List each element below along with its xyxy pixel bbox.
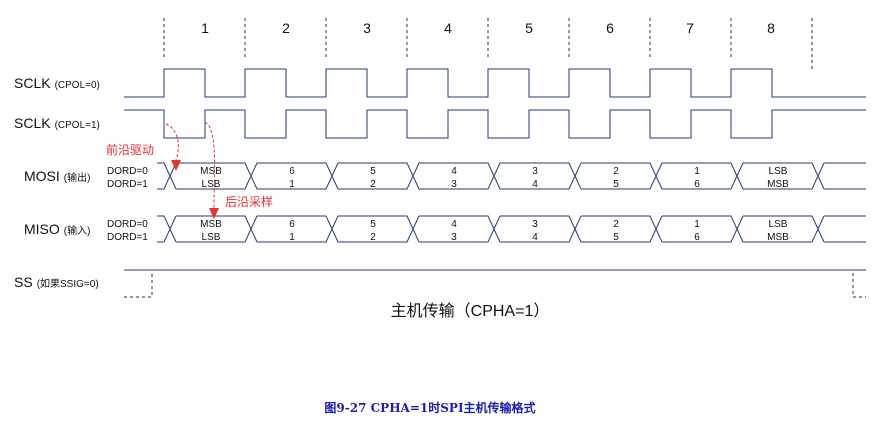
- data-cell: 4: [451, 166, 457, 177]
- data-cell: MSB: [767, 179, 789, 190]
- signal-name: MISO: [24, 221, 60, 237]
- trailing-edge-label: 后沿采样: [225, 194, 273, 209]
- signal-name: SCLK: [14, 75, 51, 91]
- data-cell: 2: [370, 179, 376, 190]
- data-cell: 3: [532, 219, 538, 230]
- edge-annotations: 前沿驱动 后沿采样: [106, 121, 273, 219]
- data-cell: LSB: [202, 179, 221, 190]
- data-cell: 5: [613, 232, 619, 243]
- data-cell: 1: [289, 232, 295, 243]
- data-cell: 2: [613, 219, 619, 230]
- data-cell: 3: [532, 166, 538, 177]
- clock-number: 1: [201, 20, 209, 36]
- clock-numbers: 1 2 3 4 5 6 7 8: [201, 20, 775, 36]
- data-cell: MSB: [200, 166, 222, 177]
- leading-edge-arrow: [165, 123, 179, 161]
- ss-active-low-marks: [124, 273, 866, 298]
- mosi-dord0-label: DORD=0: [107, 166, 148, 177]
- data-cell: LSB: [202, 232, 221, 243]
- trailing-edge-arrowhead: [209, 208, 219, 219]
- data-cell: 5: [613, 179, 619, 190]
- clock-number: 2: [282, 20, 290, 36]
- data-cell: 6: [289, 219, 295, 230]
- signal-name: MOSI: [24, 168, 60, 184]
- miso-dord1-label: DORD=1: [107, 232, 148, 243]
- miso-dord0-label: DORD=0: [107, 219, 148, 230]
- data-cell: 4: [532, 179, 538, 190]
- data-cell: 2: [370, 232, 376, 243]
- signal-label-sclk-cpol0: SCLK (CPOL=0): [14, 75, 100, 91]
- signal-name: SCLK: [14, 115, 51, 131]
- data-cell: MSB: [767, 232, 789, 243]
- clock-number: 5: [525, 20, 533, 36]
- data-cell: 4: [451, 219, 457, 230]
- signal-condition: (如果SSIG=0): [37, 277, 99, 290]
- clock-number: 8: [767, 20, 775, 36]
- data-cell: MSB: [200, 219, 222, 230]
- signal-condition: (CPOL=1): [55, 120, 100, 131]
- diagram-title: 主机传输（CPHA=1）: [391, 302, 550, 320]
- miso-data-bus: [157, 215, 866, 243]
- mosi-data-cells: MSB LSB 6 1 5 2 4 3 3 4 2 5 1 6 LSB MSB: [200, 166, 789, 190]
- clock-number: 6: [606, 20, 614, 36]
- data-cell: 5: [370, 219, 376, 230]
- figure-caption: 图9-27 CPHA=1时SPI主机传输格式: [324, 400, 535, 415]
- sclk-cpol0-waveform: [124, 68, 866, 98]
- clock-number: 3: [363, 20, 371, 36]
- data-cell: 3: [451, 232, 457, 243]
- signal-name: SS: [14, 274, 33, 290]
- data-cell: LSB: [769, 166, 788, 177]
- sclk-cpol1-waveform: [124, 109, 866, 139]
- signal-condition: (输入): [64, 224, 91, 237]
- leading-edge-label: 前沿驱动: [106, 142, 154, 157]
- miso-data-cells: MSB LSB 6 1 5 2 4 3 3 4 2 5 1 6 LSB MSB: [200, 219, 789, 243]
- clock-boundary-lines: [163, 18, 813, 70]
- signal-label-ss: SS (如果SSIG=0): [14, 274, 99, 290]
- data-cell: 1: [289, 179, 295, 190]
- data-cell: 6: [694, 179, 700, 190]
- signal-condition: (CPOL=0): [55, 80, 100, 91]
- data-cell: 3: [451, 179, 457, 190]
- data-cell: 6: [694, 232, 700, 243]
- signal-label-sclk-cpol1: SCLK (CPOL=1): [14, 115, 100, 131]
- signal-label-miso: MISO (输入): [24, 221, 90, 237]
- mosi-data-bus: [157, 162, 866, 190]
- signal-label-mosi: MOSI (输出): [24, 168, 90, 184]
- data-cell: 4: [532, 232, 538, 243]
- signal-condition: (输出): [64, 171, 91, 184]
- mosi-dord1-label: DORD=1: [107, 179, 148, 190]
- data-cell: LSB: [769, 219, 788, 230]
- trailing-edge-arrow: [204, 121, 216, 209]
- data-cell: 6: [289, 166, 295, 177]
- data-cell: 5: [370, 166, 376, 177]
- data-cell: 1: [694, 166, 700, 177]
- leading-edge-arrowhead: [171, 160, 181, 171]
- data-cell: 1: [694, 219, 700, 230]
- data-cell: 2: [613, 166, 619, 177]
- clock-number: 7: [686, 20, 694, 36]
- clock-number: 4: [444, 20, 452, 36]
